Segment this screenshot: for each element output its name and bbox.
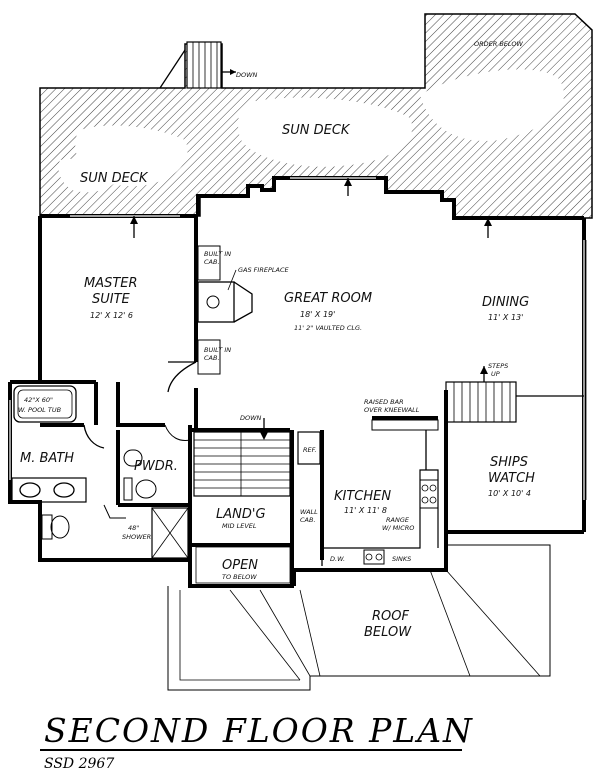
open-label: OPEN [222, 558, 258, 573]
bath-fixtures [11, 385, 191, 559]
built-in-cab-bottom-label: BUILT IN [204, 346, 231, 354]
sun-deck-label: SUN DECK [282, 123, 351, 138]
roof-below [167, 544, 551, 691]
great-room-dims: 18' X 19' [300, 310, 335, 319]
room-labels: SUN DECK SUN DECK DOWN ORDER BELOW MASTE… [18, 40, 535, 640]
deck-stairs-down-label: DOWN [236, 71, 258, 79]
m-bath-label: M. BATH [20, 451, 74, 466]
great-room-note: 11' 2" VAULTED CLG. [294, 324, 362, 332]
ships-watch-steps [445, 366, 584, 423]
master-suite-label: MASTER [84, 276, 138, 291]
landing-label: LAND'G [216, 507, 266, 522]
gas-fireplace-label: GAS FIREPLACE [238, 266, 289, 274]
pwdr-label: PWDR. [134, 459, 178, 474]
roof-below-label-2: BELOW [364, 625, 412, 640]
master-suite-label-2: SUITE [92, 292, 131, 307]
sun-deck [39, 13, 593, 219]
tub-label-2: W. POOL TUB [18, 406, 62, 414]
raised-bar-label-2: OVER KNEEWALL [364, 406, 420, 414]
plan-number: SSD 2967 [44, 756, 114, 772]
wall-cab-label: WALL [300, 508, 318, 516]
main-stairs [193, 418, 291, 584]
built-in-cab-bottom-label-2: CAB. [204, 354, 220, 362]
steps-up-label-2: UP [491, 370, 500, 378]
dining-label: DINING [482, 295, 529, 310]
sun-deck-left-label: SUN DECK [80, 171, 149, 186]
ships-watch-label-2: WATCH [488, 471, 535, 486]
range-label: RANGE [386, 516, 410, 524]
tub-label: 42"X 60" [24, 396, 53, 404]
raised-bar-label: RAISED BAR [364, 398, 404, 406]
deck-stairs [159, 41, 236, 89]
ships-watch-label: SHIPS [490, 455, 528, 470]
dw-label: D.W. [330, 555, 345, 563]
interior-walls [38, 216, 448, 586]
built-in-cab-top-label: BUILT IN [204, 250, 231, 258]
plan-title: SECOND FLOOR PLAN [44, 711, 474, 750]
kitchen-dims: 11' X 11' 8 [344, 506, 387, 515]
shower-label: 48" [128, 524, 139, 532]
wall-cab-label-2: CAB. [300, 516, 316, 524]
stairs-down-label: DOWN [240, 414, 262, 422]
kitchen-label: KITCHEN [334, 489, 391, 504]
title-block: SECOND FLOOR PLAN SSD 2967 [40, 711, 474, 772]
windows [9, 177, 587, 500]
ships-watch-dims: 10' X 10' 4 [488, 489, 531, 498]
roof-below-label: ROOF [372, 609, 409, 624]
steps-up-label: STEPS [488, 362, 508, 370]
built-in-cab-top-label-2: CAB. [204, 258, 220, 266]
landing-note: MID LEVEL [222, 522, 257, 530]
ref-label: REF. [303, 446, 317, 454]
kitchen-counters [297, 419, 439, 566]
door-arrows [130, 178, 492, 238]
order-below-label: ORDER BELOW [474, 40, 523, 48]
dining-dims: 11' X 13' [488, 313, 523, 322]
open-note: TO BELOW [222, 573, 257, 581]
shower-label-2: SHOWER [122, 533, 151, 541]
sinks-label: SINKS [392, 555, 411, 563]
range-label-2: W/ MICRO [382, 524, 414, 532]
master-suite-dims: 12' X 12' 6 [90, 311, 133, 320]
great-room-label: GREAT ROOM [284, 291, 372, 306]
fireplace [197, 245, 253, 375]
